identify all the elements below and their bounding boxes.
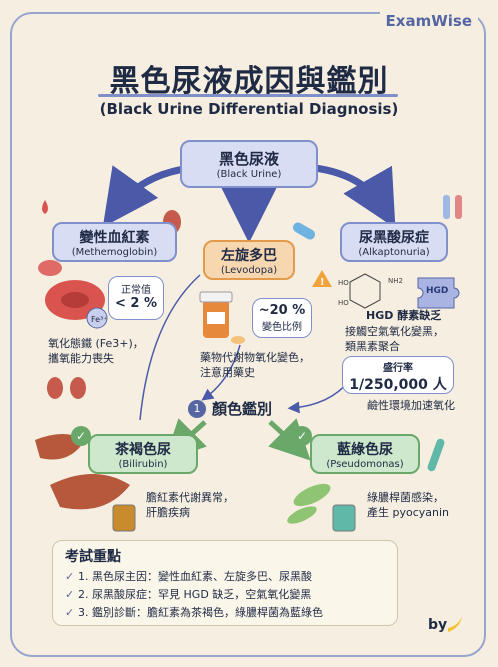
by-label: by — [428, 617, 448, 633]
alkaptonuria-label: 尿黑酸尿症 — [359, 230, 429, 246]
molecule-icon: HO HO NH2 — [338, 273, 403, 309]
hgd-deficiency: HGD 酵素缺乏 — [366, 309, 442, 322]
iron-icon — [86, 307, 108, 329]
methemoglobin-note-2: 攜氧能力喪失 — [48, 352, 114, 365]
methemoglobin-english: (Methemoglobin) — [71, 247, 158, 258]
node-blue-green-urine: 藍綠色尿 (Pseudomonas) — [310, 434, 420, 474]
exam-point-3: ✓ 3. 鑑別診斷：膽紅素為茶褐色，綠膿桿菌為藍綠色 — [65, 606, 324, 619]
banana-icon — [448, 616, 462, 632]
alkaptonuria-note-2: 類黑素聚合 — [345, 340, 400, 353]
kidneys-icon — [47, 377, 86, 399]
outer-frame — [10, 12, 486, 657]
hgd-tag: HGD — [426, 286, 449, 296]
node-alkaptonuria: 尿黑酸尿症 (Alkaptonuria) — [340, 222, 448, 262]
alkaptonuria-english: (Alkaptonuria) — [358, 247, 430, 258]
alkaline-note: 鹼性環境加速氧化 — [367, 399, 455, 412]
prevalence-value: 1/250,000 人 — [349, 377, 447, 393]
blue-green-cup-icon — [332, 504, 356, 532]
levodopa-note-2: 注意用藥史 — [200, 366, 255, 379]
normal-value: < 2 % — [114, 296, 157, 311]
normal-value-callout: 正常值 < 2 % — [108, 276, 164, 320]
blue-green-urine-label: 藍綠色尿 — [337, 442, 393, 458]
svg-text:HO: HO — [338, 279, 349, 287]
test-tube-green-icon — [427, 438, 445, 472]
alkaptonuria-note-1: 接觸空氣氧化變黑， — [345, 325, 444, 338]
tea-urine-note-1: 膽紅素代謝異常， — [146, 491, 234, 504]
exam-heading: 考試重點 — [65, 549, 121, 565]
levodopa-english: (Levodopa) — [220, 265, 278, 276]
arrow-to-bluegreen — [268, 418, 311, 461]
levodopa-note-1: 藥物代謝物氧化變色， — [200, 351, 310, 364]
tea-urine-note-2: 肝膽疾病 — [146, 506, 190, 519]
ratio-value: ~20 % — [258, 303, 306, 318]
tea-urine-cup-icon — [112, 504, 136, 532]
page-subtitle: (Black Urine Differential Diagnosis) — [99, 100, 399, 118]
exam-point-2: ✓ 2. 尿黑酸尿症：罕見 HGD 缺乏，空氣氧化變黑 — [65, 588, 312, 601]
node-methemoglobin: 變性血紅素 (Methemoglobin) — [52, 222, 177, 262]
svg-text:!: ! — [320, 277, 325, 288]
check-icon-tea: ✓ — [71, 426, 91, 446]
connector-left — [139, 274, 201, 421]
blue-green-note-1: 綠膿桿菌感染， — [367, 491, 444, 504]
page-title: 黑色尿液成因與鑑別 — [109, 64, 389, 99]
pill-bottle-icon — [199, 291, 245, 344]
arrow-to-alkaptonuria — [314, 164, 396, 229]
prevalence-callout: 盛行率 1/250,000 人 — [342, 356, 454, 394]
methemoglobin-label: 變性血紅素 — [79, 230, 150, 246]
svg-text:NH2: NH2 — [388, 277, 403, 285]
check-icon-bluegreen: ✓ — [292, 426, 312, 446]
node-tea-urine: 茶褐色尿 (Bilirubin) — [88, 434, 198, 474]
main-node-black-urine: 黑色尿液 (Black Urine) — [180, 140, 318, 188]
tea-urine-english: (Bilirubin) — [118, 459, 168, 470]
main-node-label: 黑色尿液 — [218, 150, 279, 168]
tea-urine-label: 茶褐色尿 — [115, 442, 171, 458]
ratio-label: 變色比例 — [262, 322, 302, 333]
ratio-callout: ~20 % 變色比例 — [252, 298, 312, 338]
brand-logo: ExamWise — [379, 12, 478, 30]
arrow-to-methemoglobin — [102, 164, 191, 228]
title-underline — [98, 94, 398, 97]
bacteria-icon — [287, 483, 331, 524]
capsule-icon — [292, 222, 316, 240]
red-blood-cell-icon — [38, 260, 105, 320]
connector-middle — [201, 344, 241, 401]
diff-label: 顏色鑑別 — [212, 400, 273, 418]
diff-number-badge: 1 — [188, 400, 206, 418]
svg-text:HO: HO — [338, 299, 349, 307]
blue-green-note-2: 產生 pyocyanin — [367, 506, 450, 519]
blood-drop-icon — [42, 200, 48, 214]
exam-points-box: 考試重點 ✓ 1. 黑色尿主因：變性血紅素、左旋多巴、尿黑酸 ✓ 2. 尿黑酸尿… — [52, 540, 398, 626]
node-levodopa: 左旋多巴 (Levodopa) — [203, 240, 295, 280]
test-tubes-icon — [443, 195, 462, 219]
methemoglobin-note-1: 氧化態鐵 (Fe3+)， — [48, 337, 144, 350]
prevalence-label: 盛行率 — [383, 363, 413, 374]
normal-value-label: 正常值 — [121, 285, 151, 296]
exam-point-1: ✓ 1. 黑色尿主因：變性血紅素、左旋多巴、尿黑酸 — [65, 570, 313, 583]
main-node-english: (Black Urine) — [216, 169, 282, 180]
warning-icon: ! — [312, 270, 332, 288]
fe-label: Fe³⁺ — [91, 315, 108, 324]
puzzle-icon — [417, 277, 460, 309]
blue-green-urine-english: (Pseudomonas) — [326, 459, 404, 470]
levodopa-label: 左旋多巴 — [221, 248, 277, 264]
